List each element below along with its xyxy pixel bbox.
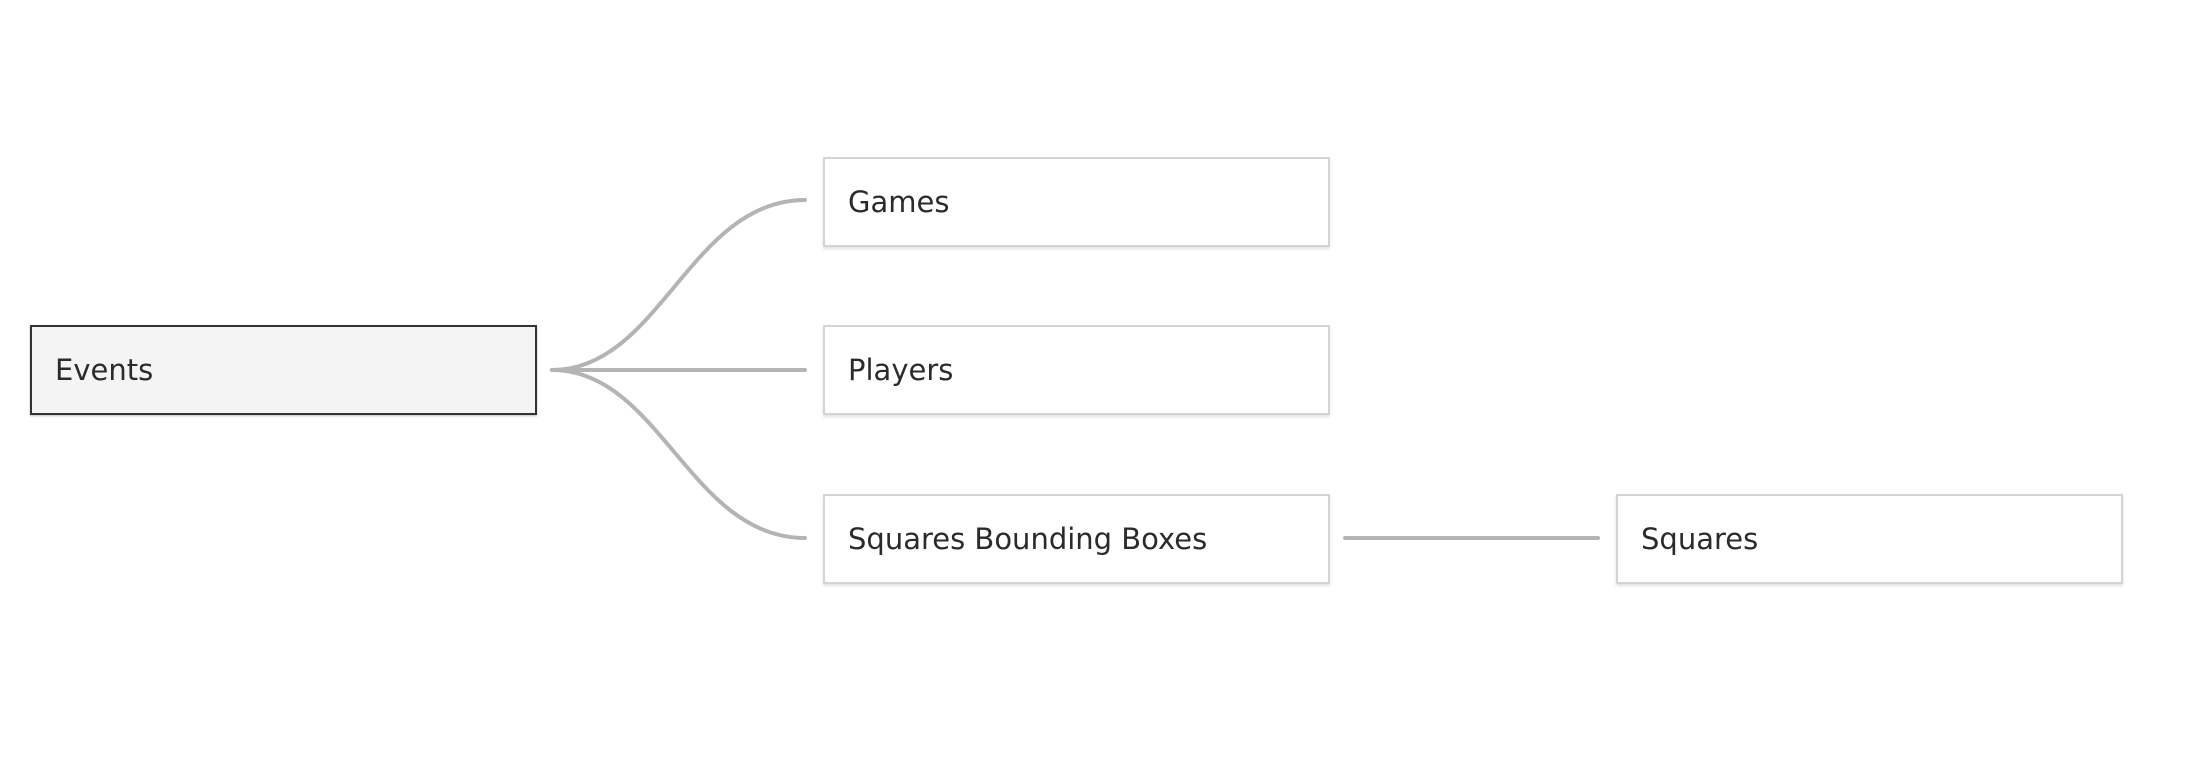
table-node-events[interactable]: Events	[30, 325, 537, 415]
connector-events-squares-bounding-boxes[interactable]	[550, 368, 807, 540]
table-node-label: Players	[848, 353, 954, 387]
table-node-games[interactable]: Games	[823, 157, 1330, 247]
connector-events-games[interactable]	[550, 198, 807, 372]
table-node-squares[interactable]: Squares	[1616, 494, 2123, 584]
table-node-label: Events	[55, 353, 154, 387]
table-node-players[interactable]: Players	[823, 325, 1330, 415]
table-node-squares-bounding-boxes[interactable]: Squares Bounding Boxes	[823, 494, 1330, 584]
table-node-label: Squares Bounding Boxes	[848, 522, 1208, 556]
table-node-label: Games	[848, 185, 950, 219]
table-node-label: Squares	[1641, 522, 1759, 556]
